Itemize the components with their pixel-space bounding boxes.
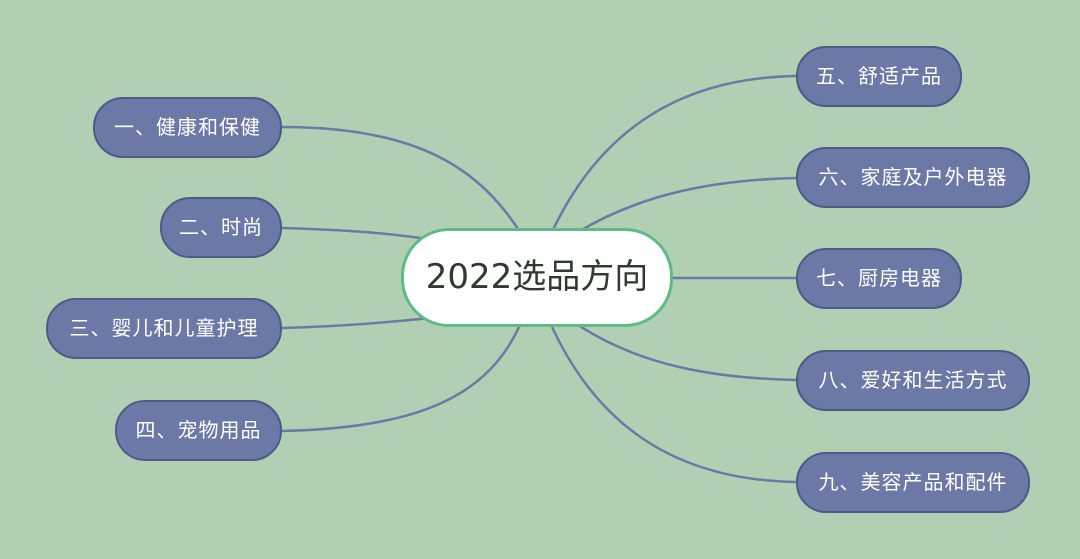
link-left-4 — [281, 324, 522, 433]
topic-pet-supplies[interactable]: 四、宠物用品 — [115, 400, 282, 461]
topic-beauty-accessories[interactable]: 九、美容产品和配件 — [796, 452, 1030, 513]
topic-fashion[interactable]: 二、时尚 — [160, 197, 282, 258]
topic-kitchen-appliances[interactable]: 七、厨房电器 — [796, 248, 962, 309]
link-right-6 — [577, 176, 797, 234]
topic-home-outdoor-appliances[interactable]: 六、家庭及户外电器 — [796, 147, 1030, 208]
link-right-8 — [577, 323, 797, 382]
topic-health[interactable]: 一、健康和保健 — [93, 97, 282, 158]
link-right-5 — [550, 74, 797, 233]
link-left-1 — [281, 125, 522, 233]
topic-comfort-products[interactable]: 五、舒适产品 — [796, 46, 962, 107]
central-topic[interactable]: 2022选品方向 — [401, 228, 673, 327]
link-left-3 — [281, 316, 431, 330]
topic-baby-care[interactable]: 三、婴儿和儿童护理 — [46, 298, 282, 359]
topic-hobbies-lifestyle[interactable]: 八、爱好和生活方式 — [796, 350, 1030, 411]
link-right-9 — [550, 326, 797, 484]
